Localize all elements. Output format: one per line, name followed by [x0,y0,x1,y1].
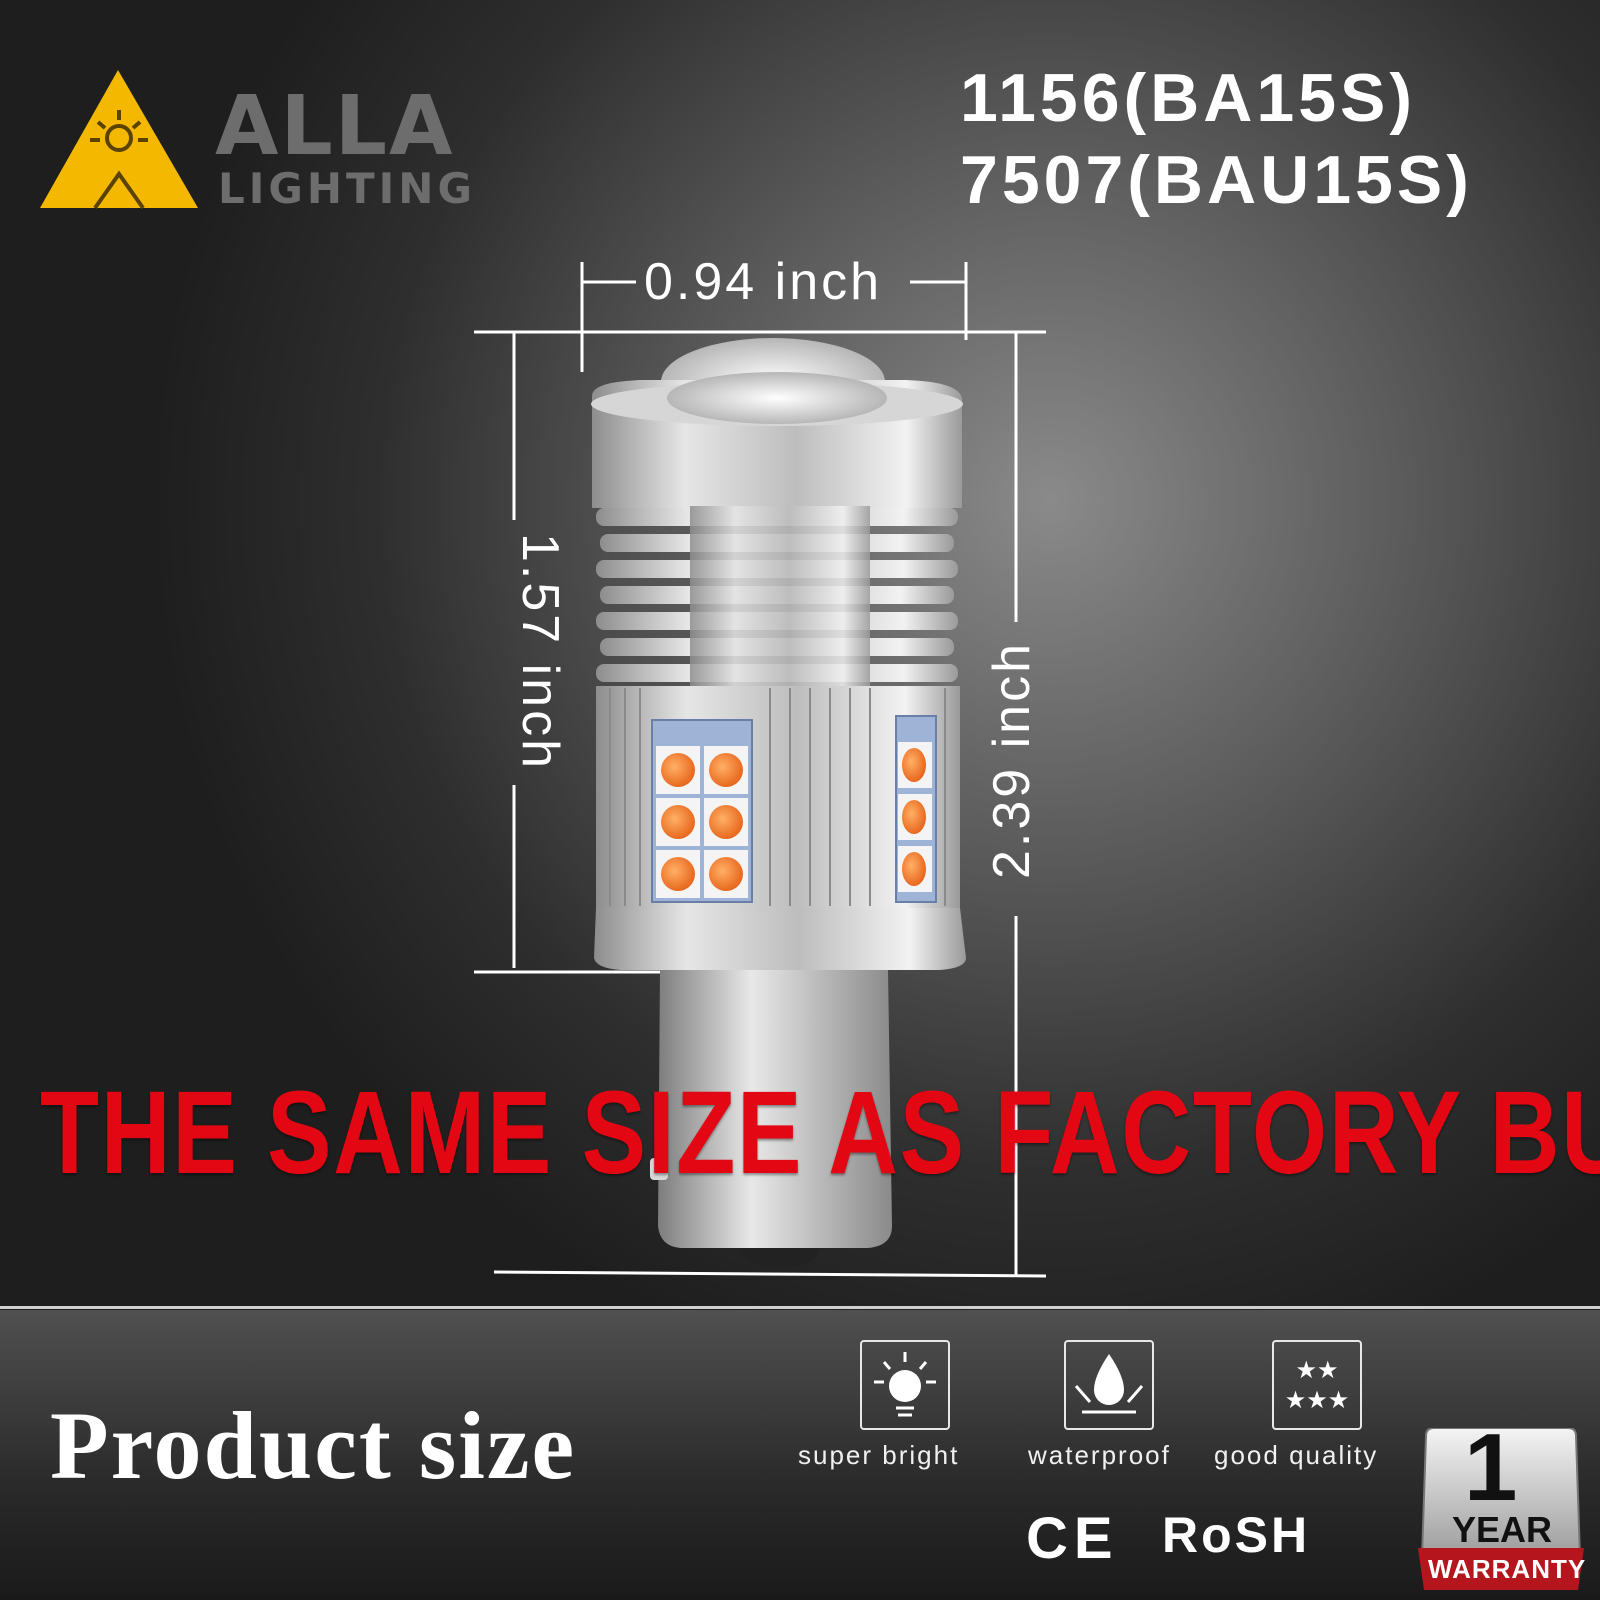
feature-good-quality: ★★ ★★★ [1272,1340,1362,1430]
bulb-collar [594,908,966,970]
svg-text:★★★: ★★★ [1285,1386,1350,1414]
logo-triangle [40,70,198,208]
width-dimension-label: 0.94 inch [644,253,883,311]
heat-sink-fins [596,506,958,686]
section-title: Product size [50,1392,577,1499]
headline-banner: THE SAME SIZE AS FACTORY BULB [40,1067,1600,1199]
svg-text:★★: ★★ [1295,1356,1338,1384]
warranty-number: 1 [1464,1414,1518,1521]
led-chips [656,746,748,898]
feature-super-bright [860,1340,950,1430]
bulb-base [658,970,892,1248]
info-panel [0,1310,1600,1600]
bulb-contact [740,1248,820,1268]
brand-logo [40,70,198,210]
bulb-glyph-icon [90,110,148,210]
water-drop-icon [1074,1354,1144,1414]
rosh-mark: RoSH [1162,1507,1311,1563]
brand-name: ALLA [215,79,455,174]
total-height-dimension-label: 2.39 inch [983,640,1041,880]
sun-icon [874,1352,936,1417]
body-height-dimension-label: 1.57 inch [511,532,569,772]
divider [0,1306,1600,1309]
ce-mark: CE [1026,1506,1119,1571]
feature-label-super-bright: super bright [798,1440,960,1470]
feature-label-waterproof: waterproof [1028,1440,1171,1470]
warranty-label: WARRANTY [1428,1554,1587,1584]
model-label-1156: 1156(BA15S) [960,60,1417,136]
stars-icon: ★★ ★★★ [1285,1356,1350,1414]
warranty-unit: YEAR [1452,1509,1553,1550]
warranty-badge [1418,1428,1584,1590]
brand-subname: LIGHTING [218,164,476,213]
model-label-7507: 7507(BAU15S) [960,142,1473,218]
dimension-lines [474,262,1047,1278]
warranty-ribbon [1418,1548,1584,1590]
feature-waterproof [1064,1340,1154,1430]
feature-label-good-quality: good quality [1214,1440,1379,1470]
